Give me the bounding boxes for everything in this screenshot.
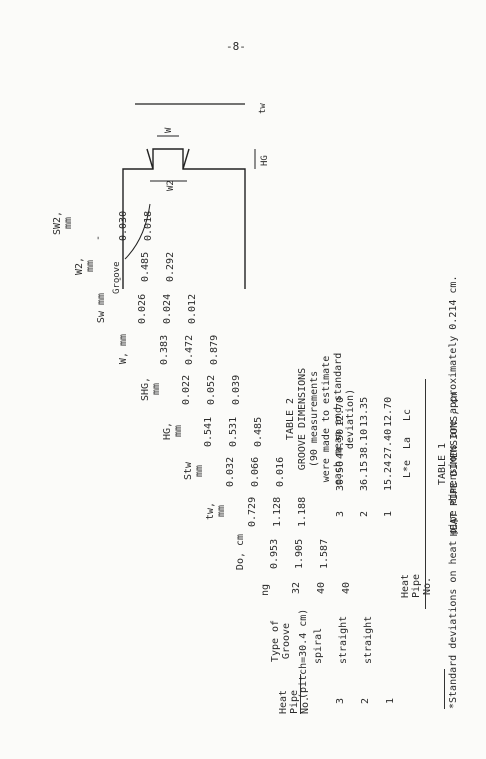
groove-edge (146, 148, 154, 170)
table2-header-w: W, mm (118, 333, 129, 365)
label-tw: tw (258, 103, 268, 114)
label-w2: W2 (166, 180, 176, 191)
table2-cell: 1 (385, 697, 396, 704)
table1-cell: 13.35 (359, 396, 370, 427)
table2-cell: 0.531 (228, 416, 239, 447)
table2-cell: 1.905 (294, 538, 305, 569)
groove-leader (124, 203, 151, 260)
footnote: *Standard deviations on heat pipe dimens… (448, 275, 459, 709)
table2-cell: 2 (360, 697, 371, 704)
table2-cell: 3 (335, 697, 346, 704)
table2-header-type: Type of Groove (270, 619, 292, 663)
table2-cell: 0.383 (159, 334, 170, 365)
table2-cell: 1.587 (319, 538, 330, 569)
table2-header-w2: W2, mm (74, 256, 96, 276)
table2-cell: straight (363, 615, 374, 664)
table2-note-line: (90 measurements (309, 370, 320, 468)
table1-cell: 36.15 (359, 460, 370, 491)
label-w: W (164, 127, 174, 133)
page-number: -8- (226, 40, 246, 53)
table2-cell: 0.729 (247, 496, 258, 527)
table2-header-shg: SHG, mm (140, 376, 162, 402)
table2-cell: 0.022 (181, 374, 192, 405)
table1-cell: 15.24 (383, 460, 394, 491)
table2-cell: 0.485 (253, 416, 264, 447)
table1-header-le: L*e (402, 459, 413, 478)
table2-cell: 0.016 (275, 456, 286, 487)
table1-header-la: La (402, 436, 413, 449)
footnote-rule (444, 669, 445, 709)
table2-cell: 32 (291, 581, 302, 594)
groove-diagram: W W2 HG tw Groove (112, 103, 270, 294)
table2-header-do: Do, cm (235, 533, 246, 571)
table2-header-tw: tw, mm (205, 501, 227, 521)
table2-cell: - (93, 234, 104, 241)
table1-cell: 12.70 (383, 396, 394, 427)
table2-cell: 0.052 (206, 374, 217, 405)
table2-cell: 0.039 (231, 374, 242, 405)
table2-header-stw: Stw mm (183, 461, 205, 481)
table2-pitch-note: (pitch=30.4 cm) (298, 608, 309, 699)
table2-cell: 0.953 (269, 538, 280, 569)
table1-cell: 38.10 (359, 428, 370, 459)
table2-cell: 0.541 (203, 416, 214, 447)
groove-profile (122, 148, 246, 289)
table1-cell: 27.40 (383, 428, 394, 459)
table2-note-line: deviation) (345, 388, 356, 450)
table2-cell: 1.128 (272, 496, 283, 527)
table2-header-hg: HG, mm (162, 421, 184, 441)
table1-header-lc: Lc (402, 408, 413, 421)
label-groove: Groove (112, 261, 122, 294)
table2-cell: 0.066 (250, 456, 261, 487)
table2-cell: straight (338, 615, 349, 664)
table2-header-ng: ng (260, 583, 271, 596)
table2-cell: 0.032 (225, 456, 236, 487)
table2-header-sw2: SW2, mm (52, 210, 74, 236)
groove-edge (182, 148, 190, 170)
table2-cell: spiral (313, 627, 324, 664)
table1-header-rule (425, 379, 426, 609)
table2-subtitle: GROOVE DIMENSIONS (297, 367, 308, 471)
table2-cell: 40 (316, 581, 327, 594)
table1-cell: 1 (383, 510, 394, 517)
table1-cell: 2 (359, 510, 370, 517)
table2-cell: 0.879 (209, 334, 220, 365)
table2-note-line: were made to estimate (321, 355, 332, 483)
table2-cell: 0.472 (184, 334, 195, 365)
label-hg: HG (260, 155, 270, 166)
table1-header-heatpipe: Heat Pipe No. (400, 573, 433, 599)
table2-note-line: each mean and standard (333, 352, 344, 486)
table2-cell: 40 (341, 581, 352, 594)
table2-cell: 1.188 (297, 496, 308, 527)
